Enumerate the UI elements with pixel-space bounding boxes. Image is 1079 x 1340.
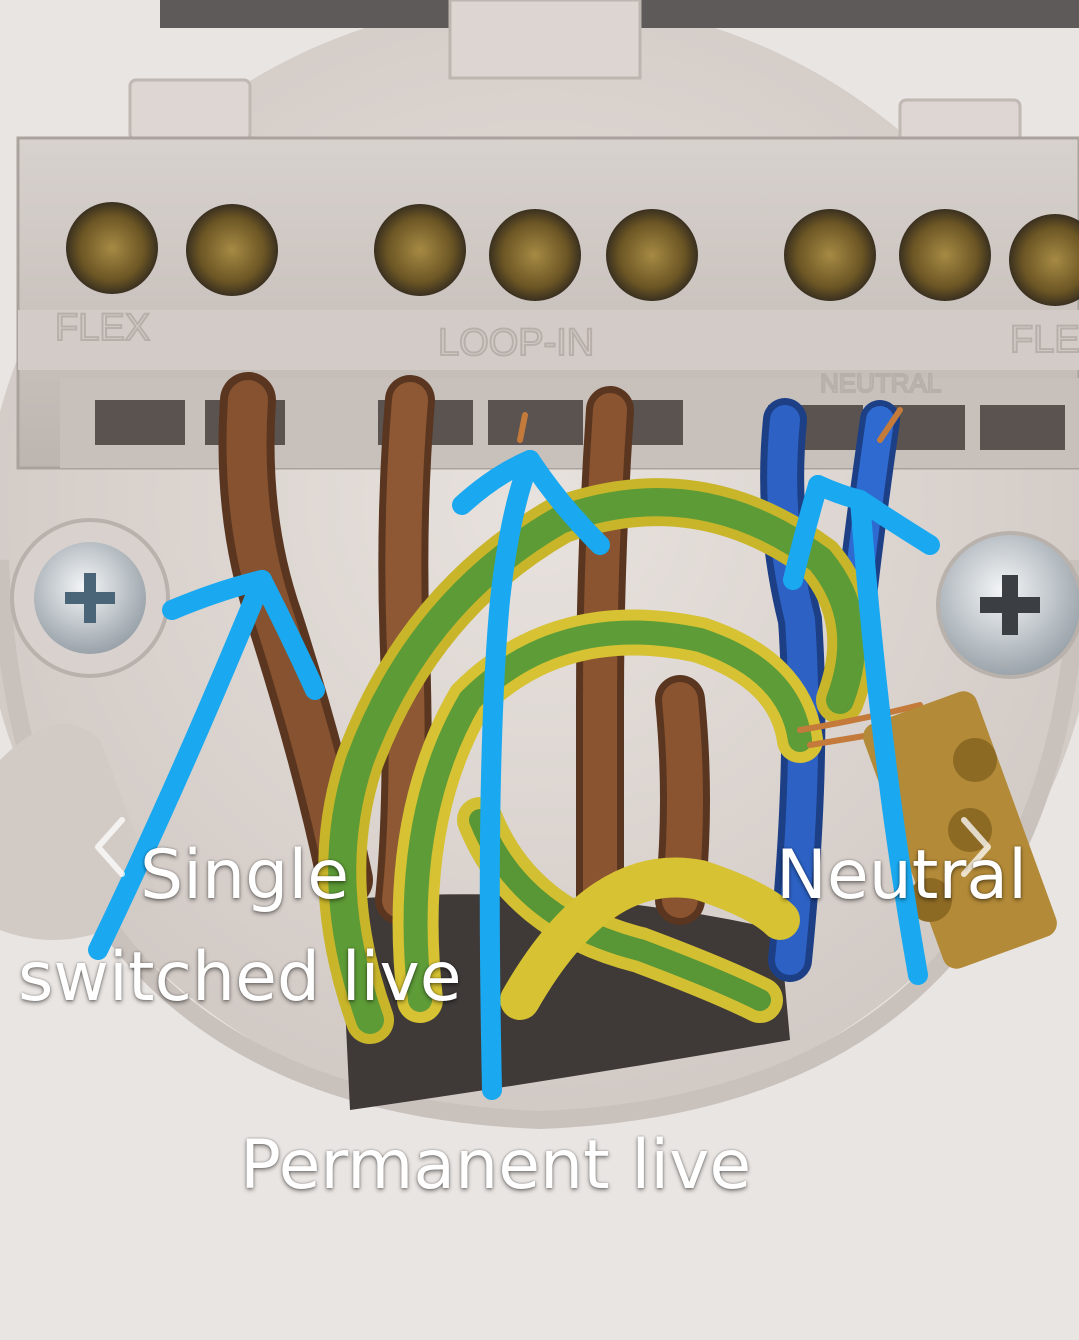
brass-connector <box>863 691 1057 969</box>
neutral-arrow-2 <box>850 490 940 985</box>
annotation-arrows <box>88 450 940 1100</box>
svg-text:FLE: FLE <box>1010 319 1079 361</box>
next-image-button[interactable] <box>950 812 1000 882</box>
permanent-live-arrow <box>452 450 610 1100</box>
terminal-screws <box>66 202 1079 306</box>
svg-text:FLEX: FLEX <box>55 307 150 349</box>
single-switched-live-label-line1: Single <box>140 836 350 915</box>
single-switched-live-arrow <box>88 570 325 960</box>
previous-image-button[interactable] <box>88 812 138 882</box>
single-switched-live-label-line2: switched live <box>18 938 462 1017</box>
terminal-markings: FLEX LOOP-IN NEUTRAL FLE <box>54 306 1079 399</box>
chevron-left-icon <box>95 817 125 877</box>
neutral-label: Neutral <box>776 836 1027 915</box>
svg-text:LOOP-IN: LOOP-IN <box>438 322 594 364</box>
permanent-live-label: Permanent live <box>240 1126 752 1205</box>
chevron-right-icon <box>961 817 991 877</box>
right-fixing-screw <box>936 531 1079 679</box>
earth-wires <box>318 478 876 1044</box>
svg-text:NEUTRAL: NEUTRAL <box>820 368 941 398</box>
left-fixing-screw <box>10 518 170 678</box>
